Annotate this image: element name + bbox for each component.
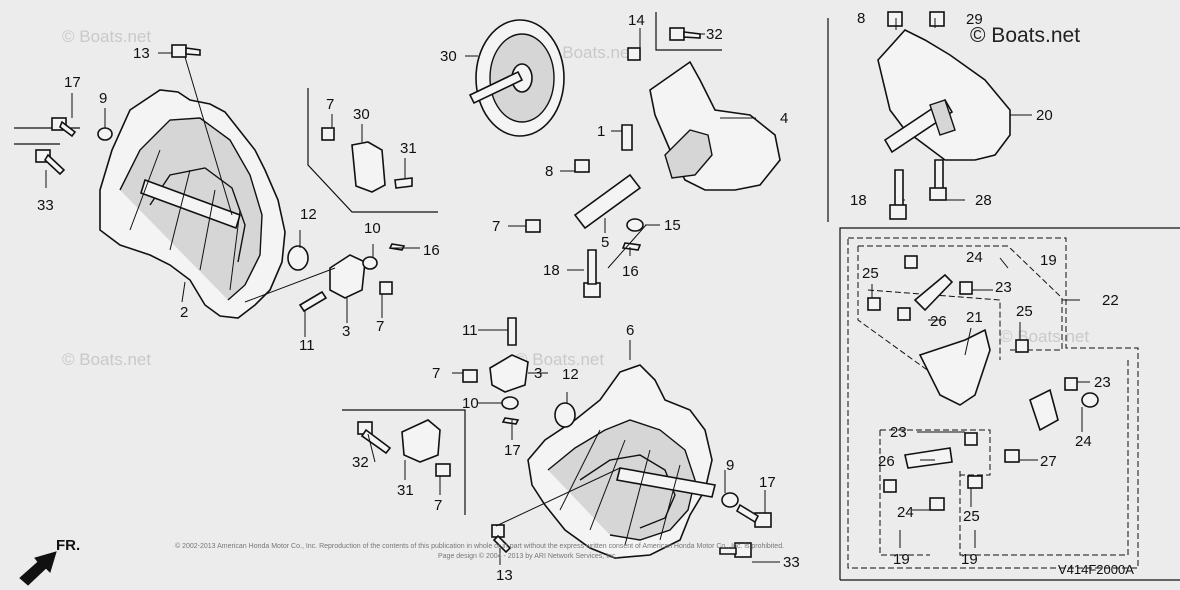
callout-12: 12 bbox=[300, 206, 317, 223]
callout-13: 13 bbox=[133, 45, 150, 62]
callout-30: 31 bbox=[397, 482, 414, 499]
callout-16: 16 bbox=[423, 242, 440, 259]
tine-assembly-left bbox=[99, 89, 286, 319]
callout-31: 31 bbox=[400, 140, 417, 157]
main-watermark: © Boats.net bbox=[970, 24, 1080, 47]
callout-24: 24 bbox=[1075, 433, 1092, 450]
callout-31: 32 bbox=[352, 454, 369, 471]
callout-21: 21 bbox=[966, 309, 983, 326]
callout-33: 33 bbox=[37, 197, 54, 214]
callout-27: 28 bbox=[975, 192, 992, 209]
callout-7: 7 bbox=[326, 96, 334, 113]
diagram-code: V414F2000A bbox=[1058, 562, 1134, 577]
callout-10: 10 bbox=[364, 220, 381, 237]
callout-12: 12 bbox=[562, 366, 579, 383]
callout-32: 32 bbox=[706, 26, 723, 43]
callout-15: 16 bbox=[622, 263, 639, 280]
front-direction-arrow: FR. bbox=[19, 537, 80, 586]
direction-label: FR. bbox=[56, 537, 80, 554]
shaft-part-5 bbox=[573, 173, 642, 230]
callout-7: 7 bbox=[492, 218, 500, 235]
callout-13: 13 bbox=[496, 567, 513, 584]
callout-24: 24 bbox=[897, 504, 914, 521]
callout-4: 4 bbox=[780, 110, 788, 127]
callout-22: 22 bbox=[1102, 292, 1119, 309]
callout-18: 18 bbox=[850, 192, 867, 209]
callout-labels: 13 17 9 33 2 7 30 31 12 10 16 11 3 7 30 … bbox=[37, 10, 1119, 584]
lever-26a bbox=[913, 273, 954, 312]
callout-25: 25 bbox=[963, 508, 980, 525]
frame-clamp-lower bbox=[342, 409, 466, 515]
frame-assembly-19b bbox=[867, 289, 1129, 556]
holder-lower bbox=[489, 354, 529, 393]
callout-11: 11 bbox=[299, 337, 315, 354]
callout-6: 6 bbox=[626, 322, 634, 339]
holder-upper bbox=[329, 254, 366, 299]
page-design-notice: Page design © 2004 - 2013 by ARI Network… bbox=[438, 552, 618, 560]
callout-16: 17 bbox=[504, 442, 521, 459]
callout-1: 1 bbox=[597, 123, 605, 140]
tine-assembly-center bbox=[527, 364, 716, 559]
leader-lines bbox=[45, 18, 1090, 565]
callout-33: 33 bbox=[783, 554, 800, 571]
callout-7: 7 bbox=[376, 318, 384, 335]
callout-14: 15 bbox=[664, 217, 681, 234]
callout-9: 9 bbox=[99, 90, 107, 107]
callout-17: 17 bbox=[64, 74, 81, 91]
callout-23: 23 bbox=[1094, 374, 1111, 391]
callout-30: 30 bbox=[353, 106, 370, 123]
callout-19: 19 bbox=[893, 551, 910, 568]
callout-7: 7 bbox=[434, 497, 442, 514]
hitch-cover bbox=[877, 29, 1011, 161]
callout-3: 3 bbox=[534, 365, 542, 382]
frame-assembly-19c bbox=[879, 429, 991, 556]
frame-clamp-upper bbox=[307, 88, 438, 213]
callout-29: 30 bbox=[440, 48, 457, 65]
lever-26c bbox=[1029, 388, 1059, 432]
callout-20: 20 bbox=[1036, 107, 1053, 124]
pulley-disc bbox=[468, 19, 565, 137]
callout-19: 19 bbox=[961, 551, 978, 568]
callout-25: 25 bbox=[862, 265, 879, 282]
callout-8: 8 bbox=[857, 10, 865, 27]
callout-11: 11 bbox=[462, 322, 478, 339]
callout-23: 23 bbox=[890, 424, 907, 441]
shield-cover bbox=[649, 60, 781, 191]
callout-23: 23 bbox=[995, 279, 1012, 296]
callout-25: 25 bbox=[1016, 303, 1033, 320]
faint-watermark: © Boats.net bbox=[1000, 327, 1089, 346]
callout-17: 17 bbox=[759, 474, 776, 491]
callout-28: 29 bbox=[966, 11, 983, 28]
frame-assembly-22 bbox=[847, 237, 1139, 569]
callout-26: 26 bbox=[930, 313, 947, 330]
callout-10: 10 bbox=[462, 395, 479, 412]
clamp-upper bbox=[351, 141, 386, 193]
callout-26: 27 bbox=[1040, 453, 1057, 470]
linkage-21 bbox=[918, 328, 991, 406]
callout-7: 7 bbox=[432, 365, 440, 382]
faint-watermark: © Boats.net bbox=[62, 27, 151, 46]
frame-right-lower bbox=[839, 227, 1180, 581]
callout-8: 8 bbox=[545, 163, 553, 180]
copyright-notice: © 2002-2013 American Honda Motor Co., In… bbox=[175, 542, 784, 550]
fasteners bbox=[35, 11, 1099, 558]
callout-3: 3 bbox=[342, 323, 350, 340]
clamp-lower bbox=[401, 419, 441, 463]
faint-watermark: © Boats.net bbox=[545, 43, 634, 62]
lever-26b bbox=[904, 447, 953, 469]
callout-2: 2 bbox=[180, 304, 188, 321]
callout-5: 5 bbox=[601, 234, 609, 251]
frame-bolt-32 bbox=[655, 12, 722, 51]
callout-24: 24 bbox=[966, 249, 983, 266]
faint-watermark: © Boats.net bbox=[62, 350, 151, 369]
faint-watermark: © Boats.net bbox=[515, 350, 604, 369]
callout-13: 14 bbox=[628, 12, 645, 29]
callout-9: 9 bbox=[726, 457, 734, 474]
frame-assembly-19a bbox=[857, 245, 1063, 373]
callout-19: 19 bbox=[1040, 252, 1057, 269]
callout-18: 18 bbox=[543, 262, 560, 279]
callout-26: 26 bbox=[878, 453, 895, 470]
